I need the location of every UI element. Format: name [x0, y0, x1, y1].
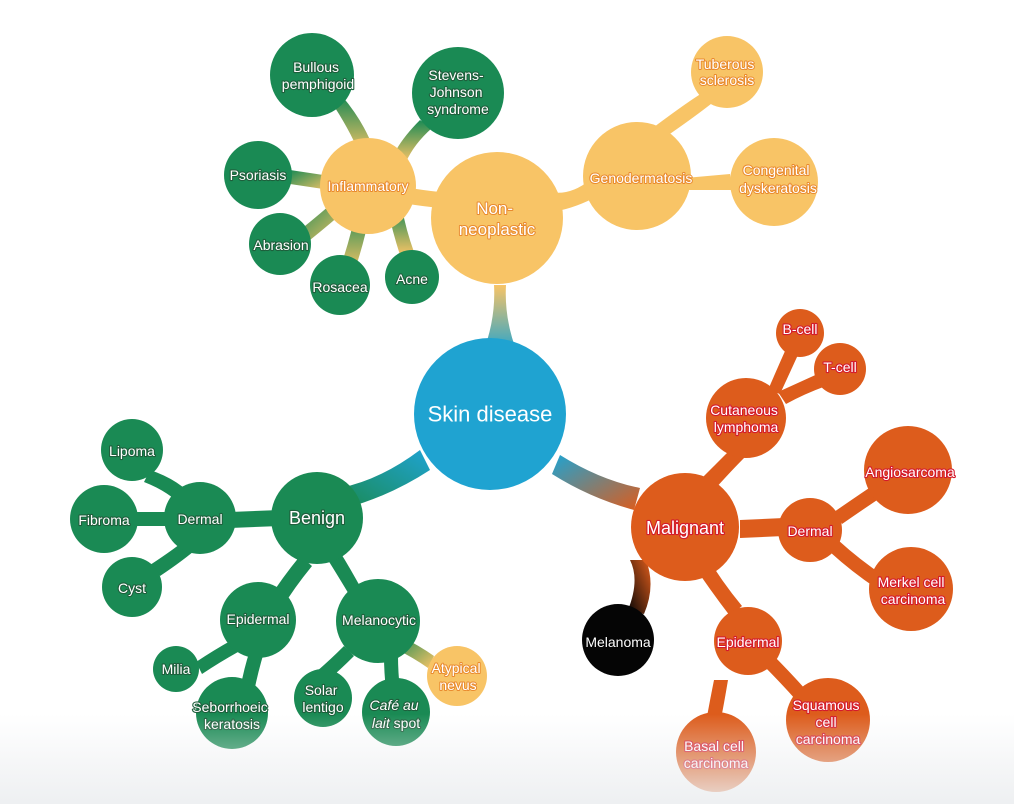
non-neoplastic-label: Non- neoplastic	[459, 199, 536, 239]
angiosarcoma-label: Angiosarcoma	[865, 464, 955, 480]
benign-epidermal-label: Epidermal	[226, 611, 289, 627]
node-cyst[interactable]	[102, 557, 162, 617]
bullous-pemphigoid-label: Bullous pemphigoid	[282, 59, 354, 92]
node-b-cell[interactable]	[776, 309, 824, 357]
tuberous-sclerosis-label: Tuberous sclerosis	[696, 56, 759, 88]
fibroma-label: Fibroma	[78, 512, 130, 528]
connector-mal-cutaneous	[700, 446, 746, 490]
malignant-epidermal-label: Epidermal	[716, 634, 779, 650]
connector-mal-dermal	[740, 518, 784, 538]
cutaneous-lymphoma-label: Cutaneous lymphoma	[710, 402, 782, 435]
lipoma-label: Lipoma	[109, 443, 155, 459]
abrasion-label: Abrasion	[253, 237, 308, 253]
node-acne[interactable]	[385, 250, 439, 304]
node-merkel-cell[interactable]	[869, 547, 953, 631]
node-lipoma[interactable]	[101, 419, 163, 481]
connector-mdermal-merkel	[830, 540, 884, 588]
benign-label: Benign	[289, 508, 345, 528]
genodermatosis-label: Genodermatosis	[590, 170, 693, 186]
node-abrasion[interactable]	[249, 213, 311, 275]
node-benign[interactable]	[271, 472, 363, 564]
node-solar-lentigo[interactable]	[294, 669, 352, 727]
connector-root-malignant	[552, 455, 640, 510]
node-stevens-johnson[interactable]	[412, 47, 504, 139]
stevens-johnson-label: Stevens- Johnson syndrome	[427, 67, 489, 117]
connector-mal-melanoma	[628, 560, 651, 614]
t-cell-label: T-cell	[823, 359, 856, 375]
seborrhoeic-keratosis-label: Seborrhoeic keratosis	[192, 699, 271, 732]
connector-geno-congenital	[685, 174, 732, 190]
node-congenital-dyskeratosis[interactable]	[730, 138, 818, 226]
node-psoriasis[interactable]	[224, 141, 292, 209]
cyst-label: Cyst	[118, 580, 146, 596]
node-rosacea[interactable]	[310, 255, 370, 315]
connector-cut-tcell	[778, 372, 826, 404]
node-benign-epidermal[interactable]	[220, 582, 296, 658]
rosacea-label: Rosacea	[312, 279, 367, 295]
acne-label: Acne	[396, 271, 428, 287]
connector-benign-melanocytic	[328, 552, 362, 596]
node-melanoma[interactable]	[582, 604, 654, 676]
root-node[interactable]	[414, 338, 566, 490]
congenital-dyskeratosis-label: Congenital dyskeratosis	[739, 162, 817, 196]
node-malignant[interactable]	[631, 473, 739, 581]
b-cell-label: B-cell	[782, 321, 817, 337]
node-fibroma[interactable]	[70, 485, 138, 553]
basal-cell-label: Basal cell carcinoma	[684, 738, 749, 771]
node-bullous-pemphigoid[interactable]	[270, 33, 354, 117]
connector-infl-psoriasis	[290, 170, 330, 190]
malignant-dermal-label: Dermal	[787, 523, 832, 539]
node-benign-dermal[interactable]	[164, 482, 236, 554]
connector-dermal-fibroma	[130, 512, 172, 526]
merkel-cell-label: Merkel cell carcinoma	[878, 574, 949, 607]
node-non-neoplastic[interactable]	[431, 152, 563, 284]
benign-dermal-label: Dermal	[177, 511, 222, 527]
node-inflammatory[interactable]	[320, 138, 416, 234]
malignant-label: Malignant	[646, 518, 724, 538]
connector-geno-tuberous	[650, 92, 716, 138]
node-melanocytic[interactable]	[336, 579, 420, 663]
connector-root-benign	[340, 450, 430, 508]
node-genodermatosis[interactable]	[583, 122, 691, 230]
root-label: Skin disease	[428, 402, 553, 427]
atypical-nevus-label: Atypical nevus	[432, 660, 485, 693]
connector-epi-milia	[196, 640, 238, 674]
node-cutaneous-lymphoma[interactable]	[706, 378, 786, 458]
inflammatory-label: Inflammatory	[328, 178, 409, 194]
node-angiosarcoma[interactable]	[864, 426, 952, 514]
melanocytic-label: Melanocytic	[342, 612, 416, 628]
solar-lentigo-label: Solar lentigo	[302, 682, 343, 715]
node-tuberous-sclerosis[interactable]	[691, 36, 763, 108]
node-malignant-epidermal[interactable]	[714, 607, 782, 675]
psoriasis-label: Psoriasis	[230, 167, 287, 183]
connector-infl-sjs	[392, 120, 432, 162]
node-atypical-nevus[interactable]	[427, 646, 487, 706]
melanoma-label: Melanoma	[585, 634, 651, 650]
node-milia[interactable]	[153, 646, 199, 692]
node-t-cell[interactable]	[814, 343, 866, 395]
connector-root-nonneoplastic	[482, 285, 518, 355]
node-malignant-dermal[interactable]	[778, 498, 842, 562]
connector-benign-dermal	[230, 510, 280, 528]
milia-label: Milia	[162, 661, 191, 677]
